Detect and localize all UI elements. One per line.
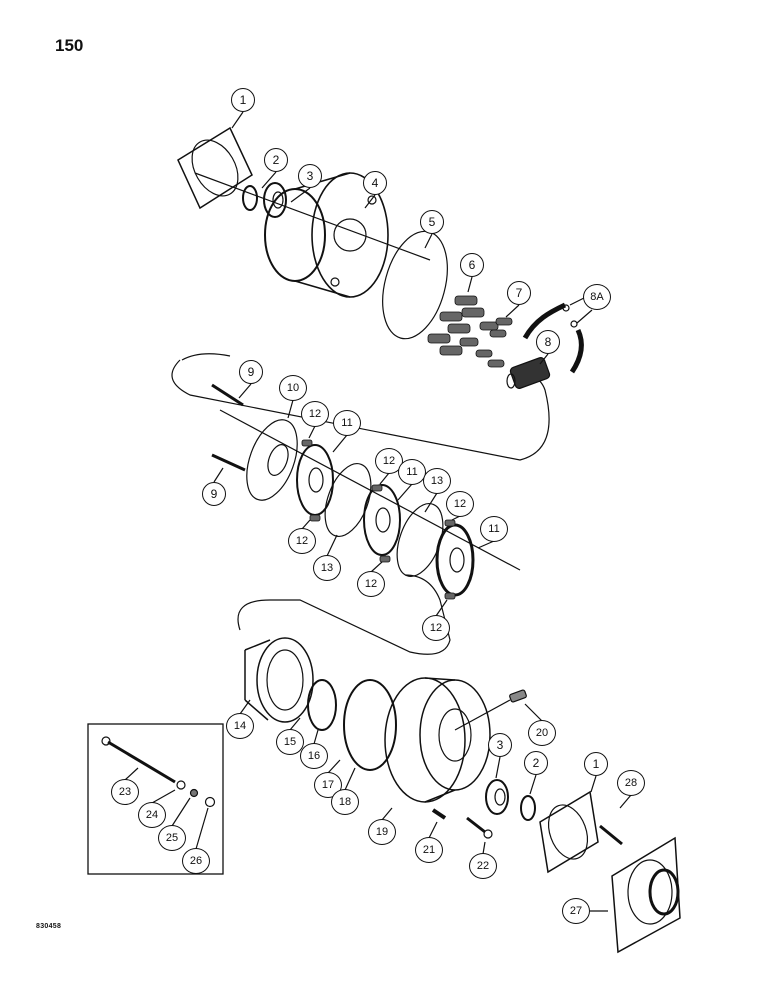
callout-6: 6 — [460, 253, 484, 277]
callout-20: 20 — [528, 720, 556, 746]
callout-9: 9 — [202, 482, 226, 506]
callout-16: 16 — [300, 743, 328, 769]
callout-12: 12 — [301, 401, 329, 427]
callout-2: 2 — [264, 148, 288, 172]
callout-12: 12 — [357, 571, 385, 597]
callout-22: 22 — [469, 853, 497, 879]
gasket-1-bottom — [539, 790, 599, 874]
callout-1: 1 — [231, 88, 255, 112]
callout-11: 11 — [480, 516, 508, 542]
callout-2: 2 — [524, 751, 548, 775]
callout-10: 10 — [279, 375, 307, 401]
callout-15: 15 — [276, 729, 304, 755]
springs-6-7 — [427, 295, 513, 368]
callout-7: 7 — [507, 281, 531, 305]
callout-12: 12 — [288, 528, 316, 554]
callout-4: 4 — [363, 171, 387, 195]
callout-27: 27 — [562, 898, 590, 924]
group-outline-upper-2 — [181, 353, 231, 361]
callout-28: 28 — [617, 770, 645, 796]
group-outline-upper — [171, 359, 550, 461]
callout-3: 3 — [298, 164, 322, 188]
figure-id: 830458 — [36, 923, 62, 930]
callout-17: 17 — [314, 772, 342, 798]
callout-3: 3 — [488, 733, 512, 757]
friction-disc-11-b — [363, 484, 401, 556]
callout-5: 5 — [420, 210, 444, 234]
callout-11: 11 — [398, 459, 426, 485]
callout-1: 1 — [584, 752, 608, 776]
callout-19: 19 — [368, 819, 396, 845]
hardware-inset-box — [87, 723, 224, 875]
callout-8a: 8A — [583, 284, 611, 310]
page-number: 150 — [55, 36, 84, 55]
group-outline-lower — [237, 574, 451, 655]
callout-25: 25 — [158, 825, 186, 851]
callout-23: 23 — [111, 779, 139, 805]
callout-9: 9 — [239, 360, 263, 384]
callout-11: 11 — [333, 410, 361, 436]
housing-19 — [384, 677, 491, 803]
gasket-1-top — [177, 126, 431, 261]
callout-13: 13 — [313, 555, 341, 581]
flange-bearing-27 — [611, 836, 681, 954]
callout-26: 26 — [182, 848, 210, 874]
callout-21: 21 — [415, 837, 443, 863]
callout-24: 24 — [138, 802, 166, 828]
housing-4 — [264, 172, 389, 298]
piston-14 — [244, 637, 314, 723]
callout-8: 8 — [536, 330, 560, 354]
callout-13: 13 — [423, 468, 451, 494]
friction-disc-11-a — [296, 444, 334, 516]
callout-12: 12 — [446, 491, 474, 517]
callout-18: 18 — [331, 789, 359, 815]
callout-12: 12 — [422, 615, 450, 641]
callout-14: 14 — [226, 713, 254, 739]
hub-8 — [506, 357, 551, 389]
